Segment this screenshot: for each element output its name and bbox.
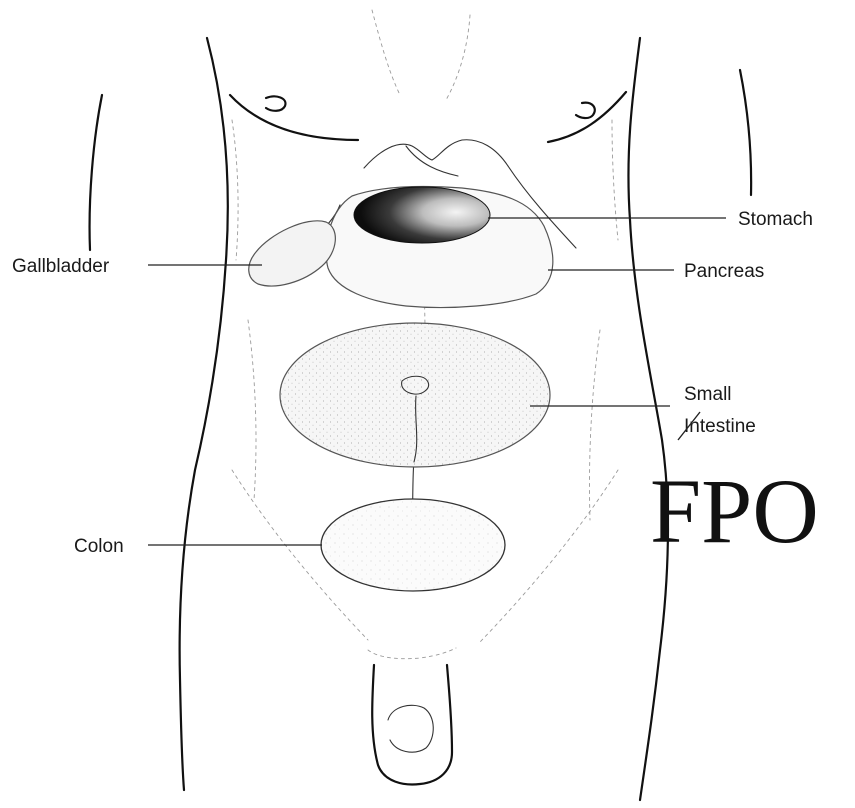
fpo-placeholder-mark: FPO (650, 460, 819, 562)
small-intestine-label-line1: Small (684, 384, 732, 405)
colon-organ (321, 499, 505, 591)
stomach-label: Stomach (738, 209, 813, 230)
pancreas-label: Pancreas (684, 261, 764, 282)
small-intestine-organ (280, 323, 550, 467)
gallbladder-organ (249, 221, 336, 286)
stomach-organ (354, 187, 490, 243)
gallbladder-label: Gallbladder (12, 256, 110, 277)
colon-label: Colon (74, 536, 124, 557)
